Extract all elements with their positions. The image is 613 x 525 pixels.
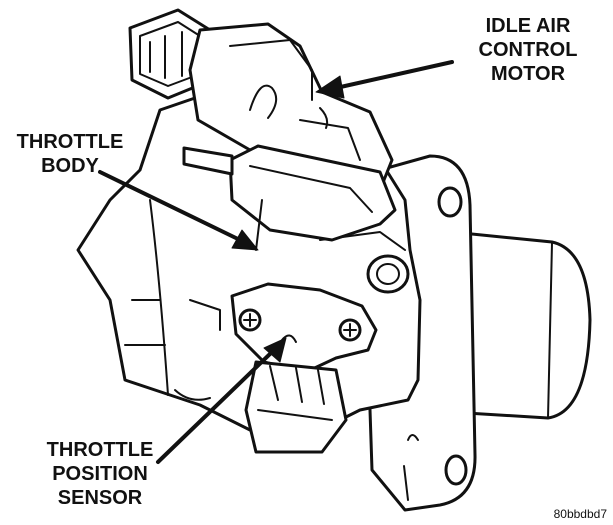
label-iac-line-2: CONTROL <box>478 39 578 61</box>
label-tps-line-3: SENSOR <box>57 487 143 509</box>
label-throttle-position-sensor: THROTTLE POSITION SENSOR <box>28 438 172 510</box>
figure-id: 80bbdbd7 <box>553 507 607 521</box>
arrowhead-iac <box>315 75 345 99</box>
iac-mounting-housing <box>182 144 397 251</box>
label-iac-line-1: IDLE AIR <box>485 15 571 37</box>
label-idle-air-control-motor: IDLE AIR CONTROL MOTOR <box>458 14 598 86</box>
label-iac-line-3: MOTOR <box>490 63 566 85</box>
label-tps-line-1: THROTTLE <box>46 439 154 461</box>
label-throttle-body: THROTTLE BODY <box>8 130 132 178</box>
label-tb-line-1: THROTTLE <box>16 131 124 153</box>
leader-arrows <box>98 60 454 464</box>
throttle-bore-cylinder <box>448 230 592 420</box>
idle-air-control-motor <box>128 8 394 198</box>
arrowhead-tps <box>263 337 287 363</box>
leader-tps <box>156 350 274 464</box>
label-tb-line-2: BODY <box>41 155 99 177</box>
arrowhead-throttle-body <box>231 229 259 251</box>
leader-throttle-body <box>98 170 242 242</box>
label-tps-line-2: POSITION <box>52 463 148 485</box>
leader-iac <box>334 60 454 90</box>
